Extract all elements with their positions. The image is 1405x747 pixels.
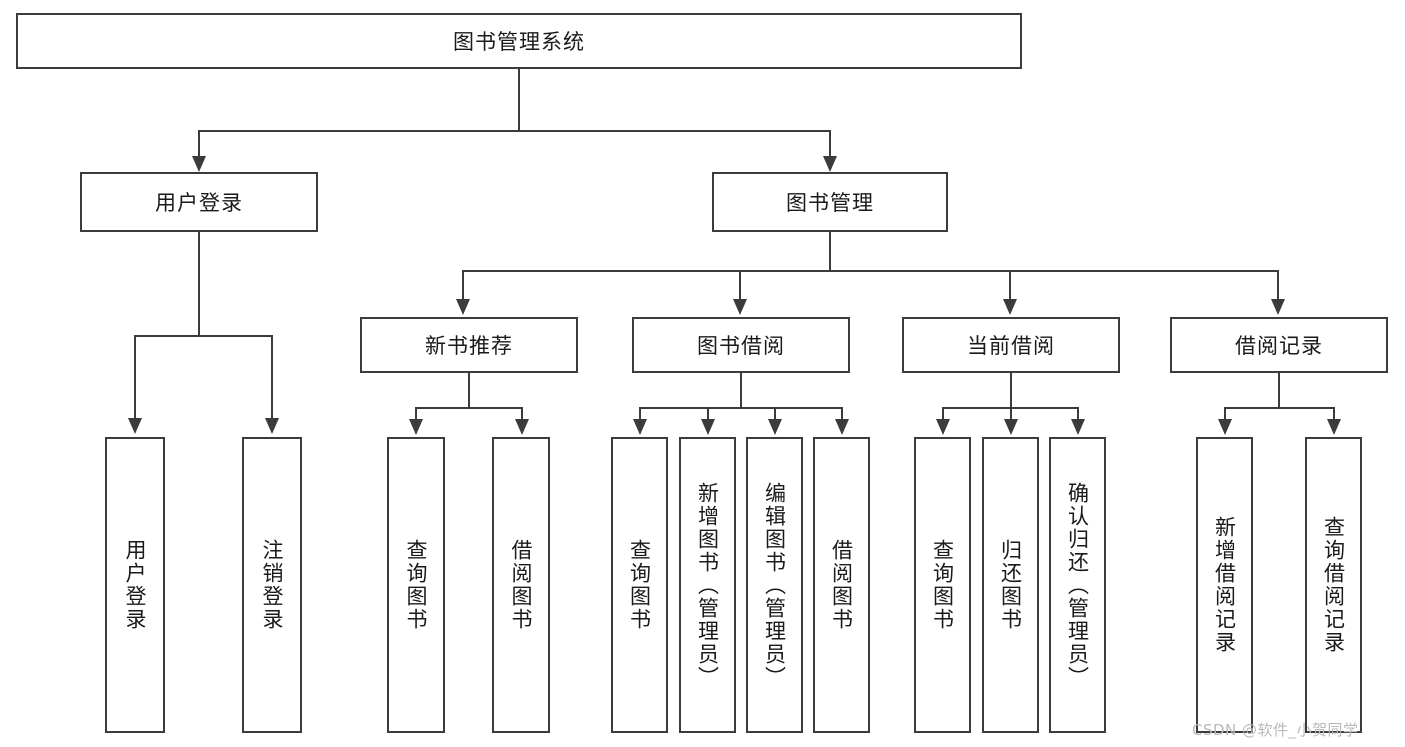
- edge-to-book-manage: [829, 130, 831, 158]
- edge-current-borrow-leaf3: [1077, 407, 1079, 421]
- leaf-confirm-return-label: 确认归还（管理员）: [1065, 481, 1090, 689]
- node-root-label: 图书管理系统: [453, 30, 585, 54]
- leaf-query-record[interactable]: 查询借阅记录: [1305, 437, 1362, 733]
- leaf-query-book-3[interactable]: 查询图书: [914, 437, 971, 733]
- edge-new-book-leaf2: [521, 407, 523, 421]
- leaf-add-book-label: 新增图书（管理员）: [695, 481, 720, 689]
- edge-new-book-down: [468, 373, 470, 409]
- watermark: CSDN @软件_小贺同学: [1192, 719, 1359, 740]
- edge-root-down: [518, 69, 520, 131]
- node-book-borrow-label: 图书借阅: [697, 334, 785, 358]
- edge-to-current-borrow: [1009, 270, 1011, 300]
- arrow-book-borrow-leaf2: [701, 419, 715, 435]
- node-user-login[interactable]: 用户登录: [80, 172, 318, 232]
- leaf-logout[interactable]: 注销登录: [242, 437, 302, 733]
- leaf-query-book-1[interactable]: 查询图书: [387, 437, 445, 733]
- arrow-to-current-borrow: [1003, 299, 1017, 315]
- edge-book-manage-down: [829, 232, 831, 272]
- arrow-book-borrow-leaf4: [835, 419, 849, 435]
- arrow-borrow-record-leaf1: [1218, 419, 1232, 435]
- leaf-add-record[interactable]: 新增借阅记录: [1196, 437, 1253, 733]
- node-book-manage-label: 图书管理: [786, 191, 874, 215]
- arrow-current-borrow-leaf2: [1004, 419, 1018, 435]
- arrow-to-book-borrow: [733, 299, 747, 315]
- leaf-query-book-1-label: 查询图书: [404, 539, 429, 631]
- edge-current-borrow-down: [1010, 373, 1012, 409]
- edge-to-user-login: [198, 130, 200, 158]
- leaf-query-record-label: 查询借阅记录: [1321, 516, 1346, 654]
- leaf-edit-book-label: 编辑图书（管理员）: [762, 481, 787, 689]
- edge-user-login-down: [198, 232, 200, 336]
- node-borrow-record[interactable]: 借阅记录: [1170, 317, 1388, 373]
- node-book-manage[interactable]: 图书管理: [712, 172, 948, 232]
- edge-new-book-leaf1: [415, 407, 417, 421]
- edge-level3-bar: [462, 270, 1279, 272]
- node-root[interactable]: 图书管理系统: [16, 13, 1022, 69]
- arrow-new-book-leaf1: [409, 419, 423, 435]
- leaf-logout-label: 注销登录: [260, 539, 285, 631]
- arrow-current-borrow-leaf1: [936, 419, 950, 435]
- leaf-borrow-book-2-label: 借阅图书: [829, 539, 854, 631]
- edge-current-borrow-leaf2: [1010, 407, 1012, 421]
- leaf-user-login[interactable]: 用户登录: [105, 437, 165, 733]
- edge-user-login-bar: [134, 335, 272, 337]
- arrow-new-book-leaf2: [515, 419, 529, 435]
- arrow-user-login-leaf1: [128, 418, 142, 434]
- leaf-user-login-label: 用户登录: [123, 539, 148, 631]
- edge-book-borrow-bar: [639, 407, 843, 409]
- leaf-query-book-2[interactable]: 查询图书: [611, 437, 668, 733]
- node-current-borrow-label: 当前借阅: [967, 334, 1055, 358]
- arrow-to-book-manage: [823, 156, 837, 172]
- arrow-book-borrow-leaf3: [768, 419, 782, 435]
- arrow-to-new-book-recommend: [456, 299, 470, 315]
- edge-book-borrow-leaf2: [707, 407, 709, 421]
- leaf-return-book-label: 归还图书: [998, 539, 1023, 631]
- edge-book-borrow-down: [740, 373, 742, 409]
- leaf-borrow-book-1[interactable]: 借阅图书: [492, 437, 550, 733]
- edge-to-book-borrow: [739, 270, 741, 300]
- edge-borrow-record-leaf2: [1333, 407, 1335, 421]
- leaf-confirm-return[interactable]: 确认归还（管理员）: [1049, 437, 1106, 733]
- edge-borrow-record-down: [1278, 373, 1280, 409]
- edge-current-borrow-leaf1: [942, 407, 944, 421]
- edge-book-borrow-leaf4: [841, 407, 843, 421]
- arrow-user-login-leaf2: [265, 418, 279, 434]
- arrow-book-borrow-leaf1: [633, 419, 647, 435]
- leaf-return-book[interactable]: 归还图书: [982, 437, 1039, 733]
- node-book-borrow[interactable]: 图书借阅: [632, 317, 850, 373]
- arrow-to-user-login: [192, 156, 206, 172]
- edge-book-borrow-leaf1: [639, 407, 641, 421]
- edge-user-login-leaf2: [271, 335, 273, 420]
- edge-new-book-bar: [415, 407, 522, 409]
- edge-borrow-record-bar: [1224, 407, 1334, 409]
- edge-to-borrow-record: [1277, 270, 1279, 300]
- arrow-to-borrow-record: [1271, 299, 1285, 315]
- edge-user-login-leaf1: [134, 335, 136, 420]
- leaf-edit-book[interactable]: 编辑图书（管理员）: [746, 437, 803, 733]
- watermark-text: CSDN @软件_小贺同学: [1192, 721, 1359, 739]
- node-new-book-recommend[interactable]: 新书推荐: [360, 317, 578, 373]
- leaf-borrow-book-1-label: 借阅图书: [509, 539, 534, 631]
- node-new-book-recommend-label: 新书推荐: [425, 334, 513, 358]
- leaf-add-book[interactable]: 新增图书（管理员）: [679, 437, 736, 733]
- edge-level2-bar: [198, 130, 831, 132]
- node-borrow-record-label: 借阅记录: [1235, 334, 1323, 358]
- leaf-add-record-label: 新增借阅记录: [1212, 516, 1237, 654]
- node-user-login-label: 用户登录: [155, 191, 243, 215]
- arrow-current-borrow-leaf3: [1071, 419, 1085, 435]
- node-current-borrow[interactable]: 当前借阅: [902, 317, 1120, 373]
- edge-book-borrow-leaf3: [774, 407, 776, 421]
- edge-borrow-record-leaf1: [1224, 407, 1226, 421]
- leaf-borrow-book-2[interactable]: 借阅图书: [813, 437, 870, 733]
- leaf-query-book-3-label: 查询图书: [930, 539, 955, 631]
- leaf-query-book-2-label: 查询图书: [627, 539, 652, 631]
- edge-to-new-book-recommend: [462, 270, 464, 300]
- arrow-borrow-record-leaf2: [1327, 419, 1341, 435]
